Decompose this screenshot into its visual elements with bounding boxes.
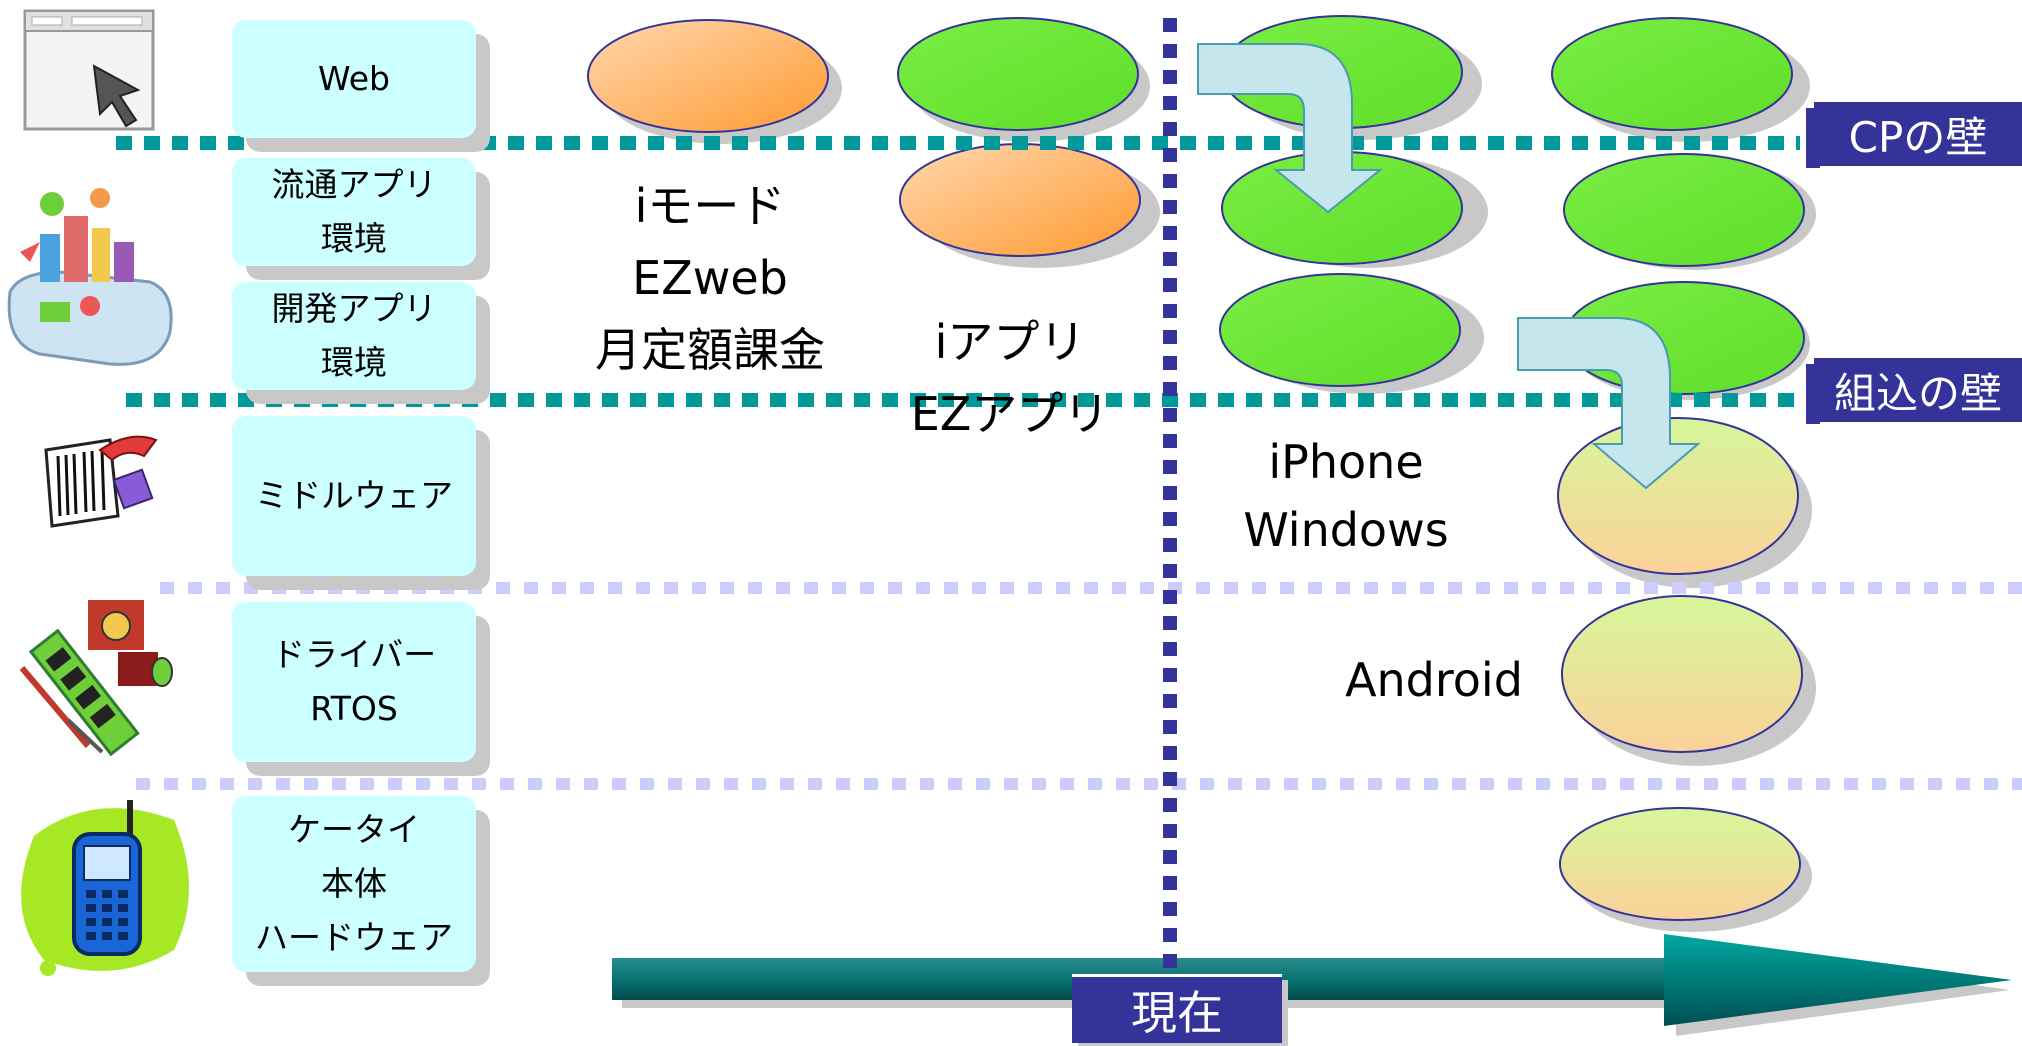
layer-dist-app-line-1: 流通アプリ: [271, 165, 437, 204]
era-imode-line-1: iモード: [634, 179, 786, 233]
layer-handset-line-3: ハードウェア: [255, 918, 453, 957]
layer-handset: ケータイ 本体 ハードウェア: [232, 796, 476, 972]
barcode-scanner-icon: [40, 430, 160, 530]
browser-cursor-icon: [22, 8, 158, 134]
era-imode-line-3: 月定額課金: [595, 323, 825, 377]
layer-handset-line-2: 本体: [321, 864, 387, 903]
layer-dev-app-line-1: 開発アプリ: [271, 289, 437, 328]
era-smartphone-line-2: Windows: [1243, 503, 1449, 557]
layer-driver-line-1: ドライバー: [271, 635, 437, 674]
embedded-wall-label: 組込の壁: [1814, 358, 2022, 422]
layer-dev-app: 開発アプリ 環境: [232, 282, 476, 390]
now-marker: 現在: [1072, 974, 1288, 1046]
embedded-wall-tab: 組込の壁: [1806, 352, 2022, 432]
era-smartphone-line-1: iPhone: [1268, 435, 1424, 489]
layer-middleware-line-1: ミドルウェア: [255, 476, 453, 515]
now-label: 現在: [1072, 974, 1282, 1043]
layer-dist-app: 流通アプリ 環境: [232, 158, 476, 266]
layer-web-line-1: Web: [318, 59, 390, 98]
timeline-arrow: [612, 934, 2012, 1036]
layer-driver: ドライバー RTOS: [232, 602, 476, 762]
layer-middleware: ミドルウェア: [232, 416, 476, 576]
cp-wall-label: CPの壁: [1814, 102, 2022, 166]
era-smartphone-label: iPhone Windows: [1226, 428, 1466, 564]
layer-handset-line-1: ケータイ: [288, 810, 420, 849]
bent-arrows: [1197, 43, 1701, 490]
era-iappli-line-2: EZアプリ: [910, 387, 1110, 441]
phone-city-icon: [0, 182, 180, 372]
layer-dev-app-line-2: 環境: [321, 343, 387, 382]
layer-web: Web: [232, 20, 476, 138]
era-imode-line-2: EZweb: [632, 251, 788, 305]
cp-wall-tab: CPの壁: [1806, 96, 2022, 176]
era-iappli-line-1: iアプリ: [934, 315, 1086, 369]
mobile-phone-icon: [4, 790, 200, 980]
layer-dist-app-line-2: 環境: [321, 219, 387, 258]
era-imode-label: iモード EZweb 月定額課金: [580, 170, 840, 386]
layer-driver-line-2: RTOS: [310, 689, 398, 728]
ellipse-group: [587, 15, 1816, 932]
era-android-label: Android: [1345, 653, 1523, 707]
circuit-board-icon: [18, 596, 174, 757]
divider-lines: [116, 18, 2022, 1046]
era-iappli-label: iアプリ EZアプリ: [900, 306, 1120, 450]
